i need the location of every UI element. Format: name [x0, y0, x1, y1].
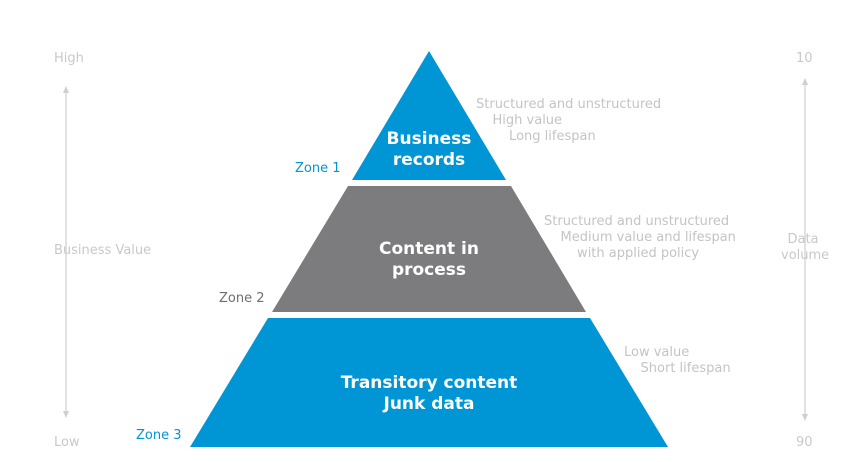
zone-2-label: Zone 2	[219, 291, 265, 306]
left-axis-arrow	[63, 86, 69, 418]
tier-3-trapezoid	[190, 318, 668, 447]
tier-3-notes: Low value Short lifespan	[624, 345, 731, 376]
tier-2-trapezoid	[272, 186, 586, 312]
left-axis-title: Business Value	[54, 243, 152, 258]
tier-2-title: Content in process	[379, 239, 479, 280]
left-axis-low-label: Low	[54, 435, 80, 450]
zone-1-label: Zone 1	[295, 161, 341, 176]
tier-1-title: Business records	[386, 129, 472, 170]
zone-3-label: Zone 3	[136, 428, 182, 443]
left-axis-high-label: High	[54, 51, 84, 66]
right-axis-title-line2: volume	[781, 248, 830, 263]
right-axis-arrow	[802, 78, 808, 421]
tier-1-triangle	[352, 51, 506, 180]
tier-1-notes: Structured and unstructured High value L…	[476, 97, 662, 144]
right-axis-top-label: 10	[796, 51, 813, 66]
tier-3-title: Transitory content Junk data	[340, 373, 518, 414]
right-axis-title-line1: Data	[787, 232, 819, 247]
tier-2-notes: Structured and unstructured Medium value…	[544, 214, 736, 261]
right-axis-bottom-label: 90	[796, 435, 813, 450]
